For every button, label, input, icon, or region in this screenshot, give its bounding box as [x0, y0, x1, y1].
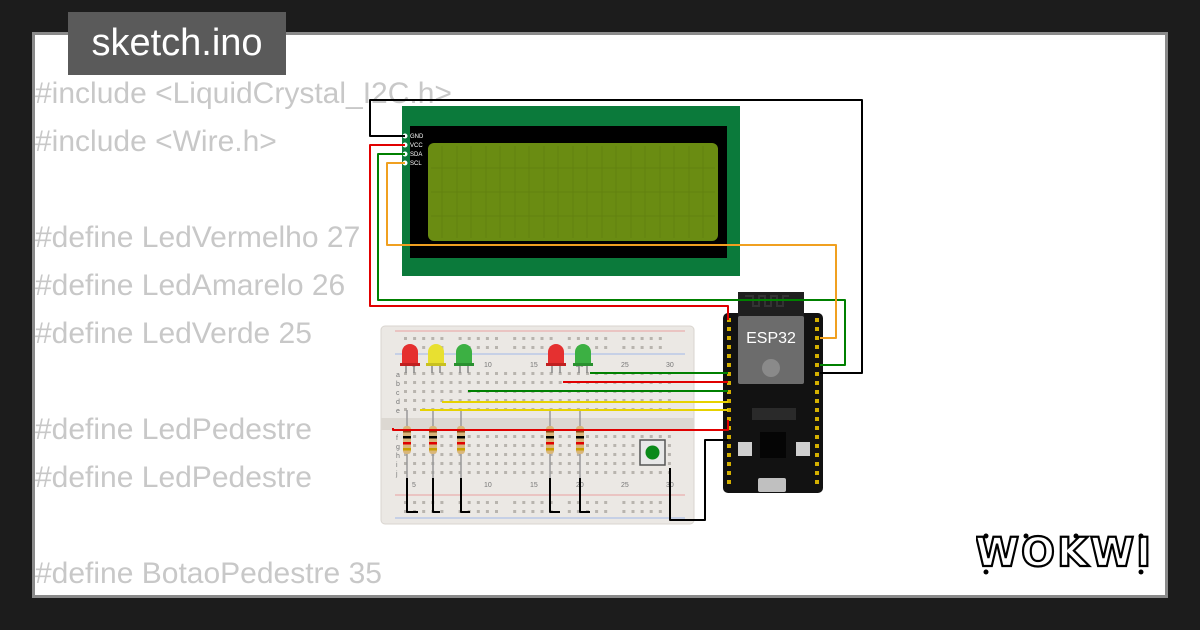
file-title: sketch.ino [68, 12, 286, 75]
card-bottom-border [32, 595, 1168, 598]
esp32-module-shield [738, 316, 804, 384]
svg-text:10: 10 [484, 362, 492, 369]
lcd-display[interactable]: GND VCC SDA SCL [402, 106, 740, 276]
code-line: #include <LiquidCrystal_I2C.h> [35, 77, 452, 110]
svg-text:g: g [396, 444, 400, 451]
pedestrian-pushbutton[interactable] [639, 439, 666, 466]
led-green-pedestrian[interactable] [573, 344, 593, 373]
resistor[interactable] [576, 410, 584, 478]
code-line: #define LedVermelho 27 [35, 221, 361, 254]
led-red-1[interactable] [400, 344, 420, 373]
svg-text:15: 15 [530, 362, 538, 369]
code-background: #include <LiquidCrystal_I2C.h> #include <… [35, 70, 452, 598]
code-line: #define LedAmarelo 26 [35, 269, 346, 302]
led-red-pedestrian[interactable] [546, 344, 566, 373]
resistors [403, 410, 584, 478]
micro-usb-port [758, 478, 786, 492]
wokwi-logo: WOKWI [976, 529, 1152, 577]
svg-text:25: 25 [621, 362, 629, 369]
code-line: #define BotaoPedestre 35 [35, 557, 382, 590]
svg-text:30: 30 [666, 362, 674, 369]
svg-text:c: c [396, 390, 400, 397]
svg-text:d: d [396, 399, 400, 406]
lcd-pin-scl: SCL [410, 161, 422, 167]
svg-text:15: 15 [530, 482, 538, 489]
bottom-frame [0, 598, 1200, 630]
code-line: #define LedPedestre [35, 461, 312, 494]
resistor[interactable] [546, 410, 554, 478]
resistor[interactable] [429, 410, 437, 478]
svg-text:b: b [396, 381, 400, 388]
code-line: #define LedVerde 25 [35, 317, 312, 350]
svg-text:a: a [396, 372, 400, 379]
reset-button[interactable] [796, 442, 810, 456]
svg-text:h: h [396, 453, 400, 460]
lcd-pin-vcc: VCC [410, 143, 423, 149]
lcd-pin-sda: SDA [410, 152, 422, 158]
svg-text:i: i [396, 462, 398, 469]
breadboard[interactable]: 5 10 15 20 25 30 5 10 15 20 25 30 a b c … [380, 325, 695, 525]
svg-text:e: e [396, 408, 400, 415]
wokwi-logo-text: WOKWI [976, 530, 1152, 576]
esp32-pin-headers [727, 318, 819, 484]
svg-text:j: j [395, 471, 398, 478]
boot-button[interactable] [738, 442, 752, 456]
wires [369, 99, 863, 521]
breadboard-channel [381, 418, 694, 430]
led-green-1[interactable] [454, 344, 474, 373]
lcd-pin-gnd: GND [410, 134, 424, 140]
esp32-usb-chip [760, 432, 786, 458]
code-line: #include <Wire.h> [35, 125, 277, 158]
led-yellow[interactable] [426, 344, 446, 373]
resistor[interactable] [403, 410, 411, 478]
esp32-label: ESP32 [746, 330, 796, 347]
resistor[interactable] [457, 410, 465, 478]
svg-text:10: 10 [484, 482, 492, 489]
espressif-logo-icon [762, 359, 780, 377]
row-letters: a b c d e f g h i j [395, 372, 400, 478]
svg-text:f: f [396, 435, 398, 442]
esp32-board[interactable]: ESP32 [723, 292, 823, 493]
lcd-char-grid [431, 146, 715, 238]
code-line: #define LedPedestre [35, 413, 312, 446]
svg-text:25: 25 [621, 482, 629, 489]
svg-text:5: 5 [412, 482, 416, 489]
